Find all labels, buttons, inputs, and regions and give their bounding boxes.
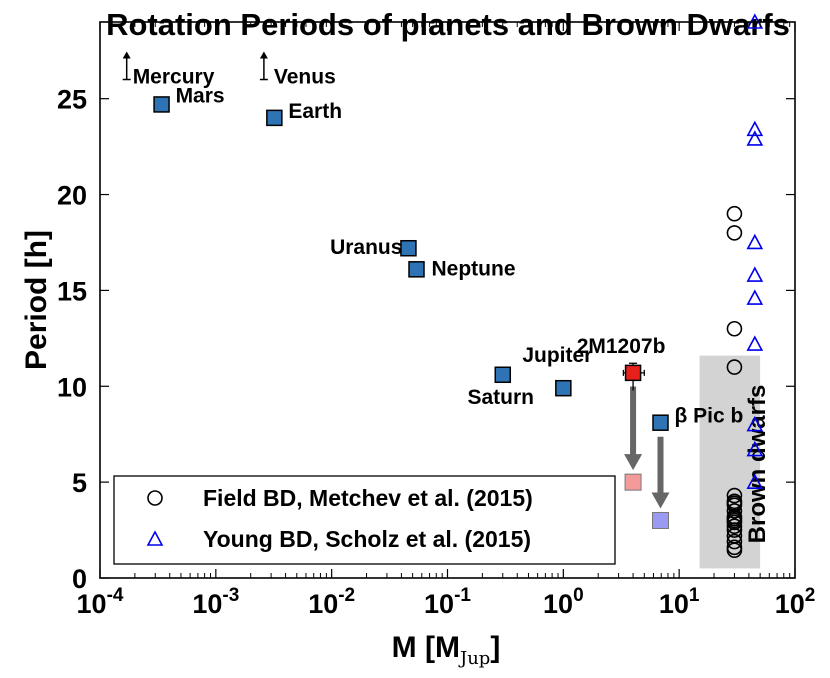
x-tick-base: 10 xyxy=(308,589,338,619)
planet-point xyxy=(555,379,572,397)
y-tick-label: 0 xyxy=(72,564,87,594)
projection-arrow-head xyxy=(651,492,670,509)
young-bd-point xyxy=(746,120,764,137)
x-axis-label-main: M [M xyxy=(392,631,460,664)
x-tick-label: 10-1 xyxy=(424,585,471,619)
brown-dwarf-region xyxy=(699,355,761,569)
lower-limit-arrow-head xyxy=(122,51,131,59)
x-axis-label-sub: Jup xyxy=(458,648,490,669)
field-bd-point xyxy=(726,487,743,504)
young-bd-point xyxy=(746,415,764,432)
x-tick-label: 102 xyxy=(775,585,816,619)
field-bd-point xyxy=(726,503,743,519)
planet-label: Neptune xyxy=(432,257,516,280)
x-tick-exponent: -3 xyxy=(222,585,239,606)
highlight-label: 2M1207b xyxy=(577,335,666,358)
x-tick-base: 10 xyxy=(543,589,573,619)
y-axis-label: Period [h] xyxy=(20,230,53,370)
field-bd-point xyxy=(726,522,743,538)
planet-label: Saturn xyxy=(468,386,535,409)
x-tick-label: 10-4 xyxy=(77,585,124,619)
legend-field-bd-marker xyxy=(147,490,163,506)
planet-point xyxy=(408,261,425,278)
y-tick-label: 25 xyxy=(57,85,87,115)
highlight-point xyxy=(624,364,642,382)
x-tick-base: 10 xyxy=(192,589,222,619)
projected-point xyxy=(652,511,669,529)
projection-arrows-layer xyxy=(624,386,670,509)
legend-field-bd-label: Field BD, Metchev et al. (2015) xyxy=(203,485,533,511)
young-bd-point xyxy=(746,233,764,250)
field-bd-point xyxy=(726,225,743,241)
field-bd-point xyxy=(726,359,743,375)
field-bd-point xyxy=(726,542,743,559)
field-bd-point xyxy=(726,320,743,337)
x-tick-exponent: 2 xyxy=(805,585,816,606)
x-tick-exponent: 0 xyxy=(573,585,584,606)
field-bd-point xyxy=(726,495,743,512)
projection-arrow-head xyxy=(624,454,643,471)
legend: Field BD, Metchev et al. (2015) Young BD,… xyxy=(113,475,616,565)
x-tick-base: 10 xyxy=(659,589,689,619)
planet-label: Mercury xyxy=(133,66,215,89)
field-bd-point xyxy=(726,518,743,535)
y-tick-label: 5 xyxy=(72,468,87,498)
x-tick-label: 10-3 xyxy=(192,585,239,619)
x-tick-label: 100 xyxy=(543,585,584,619)
y-tick-label: 20 xyxy=(57,181,87,211)
legend-young-bd-marker xyxy=(146,530,164,546)
planet-label: Earth xyxy=(288,100,342,123)
x-tick-exponent: -4 xyxy=(107,585,124,606)
x-axis-label-close: ] xyxy=(490,631,500,664)
planet-label: Jupiter xyxy=(522,344,592,367)
planet-label: Mars xyxy=(176,84,225,107)
lower-limit-arrow-head xyxy=(259,51,268,59)
planet-point xyxy=(494,366,512,384)
brown-dwarf-region-label: Brown dwarfs xyxy=(744,385,771,544)
x-tick-base: 10 xyxy=(77,589,107,619)
legend-young-bd-label: Young BD, Scholz et al. (2015) xyxy=(203,526,531,552)
young-bd-point xyxy=(746,335,764,351)
x-tick-base: 10 xyxy=(424,589,454,619)
planet-label: Venus xyxy=(274,66,336,89)
planet-point xyxy=(153,96,170,113)
x-tick-exponent: -1 xyxy=(454,585,471,606)
young-bd-point xyxy=(746,473,764,489)
annotations-layer: Mercury VenusMarsEarthUranusNeptuneSaturn… xyxy=(133,66,744,428)
legend-box xyxy=(113,475,616,565)
x-tick-exponent: -2 xyxy=(338,585,355,606)
y-tick-label: 10 xyxy=(57,372,87,402)
x-tick-label: 101 xyxy=(659,585,700,619)
young-bd-point xyxy=(746,266,764,282)
planet-label: β Pic b xyxy=(675,405,744,428)
x-tick-label: 10-2 xyxy=(308,585,355,619)
projected-point xyxy=(624,473,642,491)
x-axis-label: M [MJup] xyxy=(392,631,501,669)
young-bd-point xyxy=(746,289,764,305)
young-bd-point xyxy=(746,440,764,457)
young-bd-point xyxy=(746,130,764,146)
planet-point xyxy=(400,239,417,257)
x-tick-exponent: 1 xyxy=(689,585,700,606)
planet-point xyxy=(652,414,669,431)
y-tick-label: 15 xyxy=(57,276,87,306)
brown-dwarf-region-layer: Brown dwarfs xyxy=(699,355,771,569)
field-bd-point xyxy=(726,533,743,550)
field-bd-point xyxy=(726,510,743,527)
x-tick-base: 10 xyxy=(775,589,805,619)
field-bd-point xyxy=(726,205,743,222)
planet-point xyxy=(266,109,283,127)
planet-label: Uranus xyxy=(330,236,402,259)
